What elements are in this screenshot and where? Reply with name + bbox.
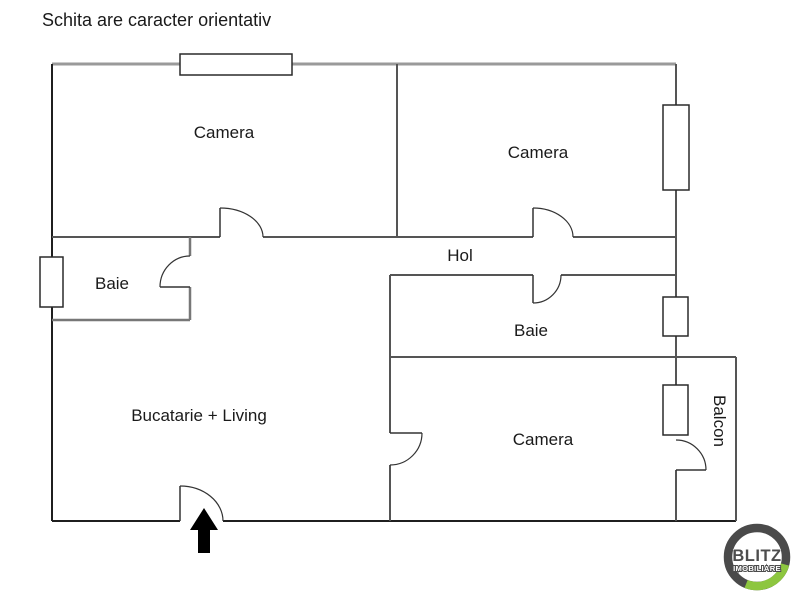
walls-layer [39, 53, 737, 522]
room-label-bucatarie-living: Bucatarie + Living [131, 406, 267, 425]
room-label-baie-1: Baie [95, 274, 129, 293]
door-swing-arc [159, 255, 191, 288]
window-marker [662, 104, 690, 191]
logo-accent-arc [744, 563, 790, 591]
window-marker [662, 384, 689, 436]
room-label-camera-3: Camera [513, 430, 574, 449]
entrance-arrow-icon [190, 508, 218, 553]
room-label-baie-2: Baie [514, 321, 548, 340]
logo-sub-text: IMOBILIARE [733, 564, 781, 573]
window-marker [39, 256, 64, 308]
door-swing-arc [532, 274, 562, 304]
disclaimer-text: Schita are caracter orientativ [42, 10, 271, 30]
door-swing-arc [389, 432, 423, 466]
room-label-camera-1: Camera [194, 123, 255, 142]
door-swing-arc [675, 439, 707, 471]
door-swing-arc [219, 207, 264, 238]
room-label-camera-2: Camera [508, 143, 569, 162]
room-label-balcon: Balcon [710, 395, 729, 447]
room-label-hol: Hol [447, 246, 473, 265]
window-marker [662, 296, 689, 337]
window-marker [179, 53, 293, 76]
logo-brand-text: BLITZ [732, 547, 781, 565]
door-swing-arc [179, 485, 224, 522]
door-swing-arc [532, 207, 574, 238]
